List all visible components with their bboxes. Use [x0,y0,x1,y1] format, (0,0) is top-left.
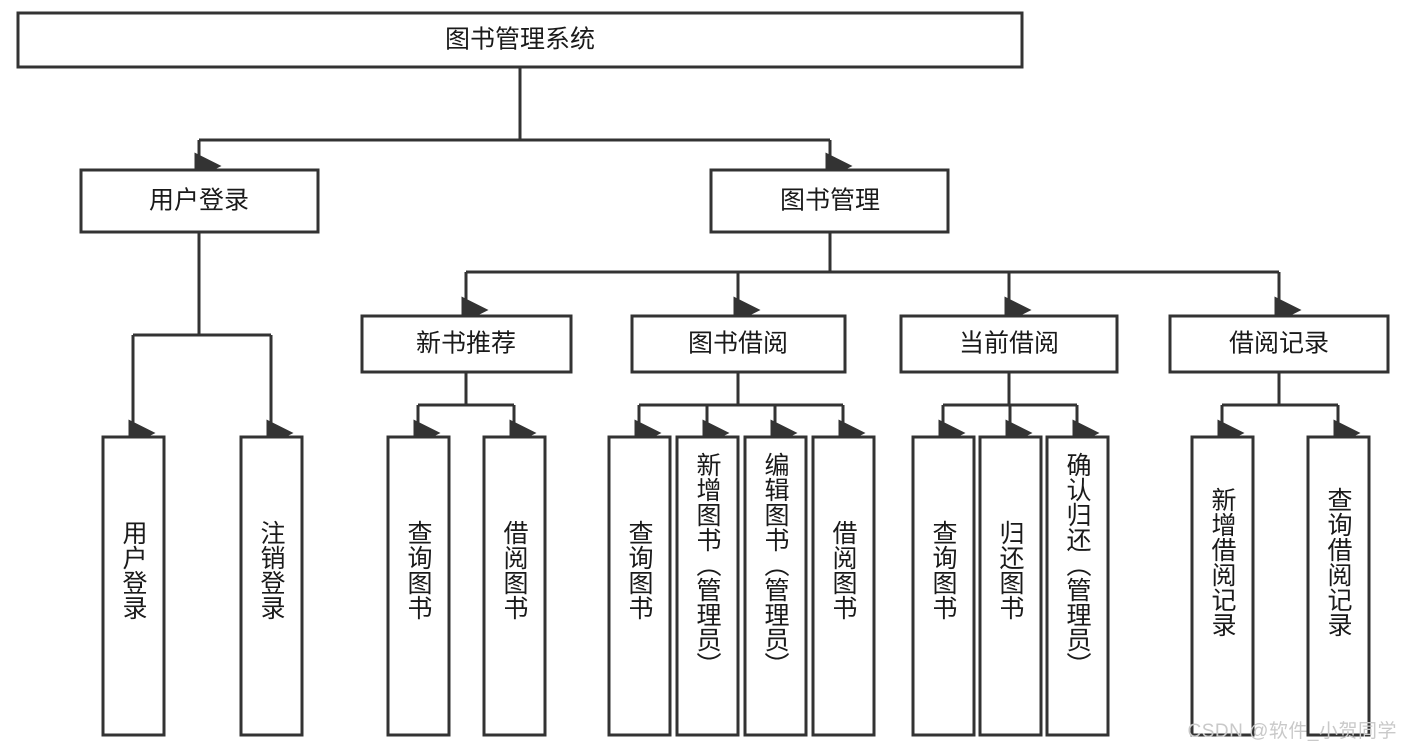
node-user-login-label: 用户登录 [149,187,249,215]
leaf-query-book-1[interactable]: 查询图书 [386,435,451,737]
node-records-label: 借阅记录 [1229,330,1329,358]
leaf-borrow-book-1[interactable]: 借阅图书 [482,435,547,737]
leaf-edit-book[interactable]: 编辑图书（管理员） [743,435,808,737]
node-user-login[interactable]: 用户登录 [79,168,320,234]
leaf-query-record-label: 查询借阅记录 [1324,487,1353,637]
leaf-logout-label: 注销登录 [257,520,286,620]
leaf-return-book[interactable]: 归还图书 [978,435,1043,737]
leaf-query-book-3-label: 查询图书 [929,520,958,620]
csdn-watermark: CSDN @软件_小贺同学 [1187,721,1397,742]
node-borrow-label: 图书借阅 [688,330,788,358]
leaf-user-login[interactable]: 用户登录 [101,435,166,737]
leaf-query-record[interactable]: 查询借阅记录 [1306,435,1371,737]
node-book-mgmt-label: 图书管理 [780,187,880,215]
node-root[interactable]: 图书管理系统 [16,11,1024,69]
leaf-add-book-label: 新增图书（管理员） [693,452,722,677]
leaf-add-book[interactable]: 新增图书（管理员） [675,435,740,737]
connectors [128,67,1361,447]
leaf-confirm-return[interactable]: 确认归还（管理员） [1045,435,1110,737]
node-records[interactable]: 借阅记录 [1168,314,1390,374]
leaf-borrow-book-2[interactable]: 借阅图书 [811,435,876,737]
node-root-label: 图书管理系统 [445,26,595,54]
leaf-query-book-2[interactable]: 查询图书 [607,435,672,737]
leaf-borrow-book-2-label: 借阅图书 [829,520,858,620]
node-new-rec-label: 新书推荐 [416,330,516,358]
node-borrow[interactable]: 图书借阅 [630,314,847,374]
node-current[interactable]: 当前借阅 [899,314,1119,374]
leaf-borrow-book-1-label: 借阅图书 [500,520,529,620]
leaf-add-record[interactable]: 新增借阅记录 [1190,435,1255,737]
leaf-logout[interactable]: 注销登录 [239,435,304,737]
node-book-mgmt[interactable]: 图书管理 [709,168,950,234]
node-current-label: 当前借阅 [959,330,1059,358]
leaf-return-book-label: 归还图书 [996,520,1025,620]
node-new-rec[interactable]: 新书推荐 [360,314,573,374]
leaf-query-book-1-label: 查询图书 [404,520,433,620]
leaf-add-record-label: 新增借阅记录 [1208,487,1237,637]
leaf-query-book-3[interactable]: 查询图书 [911,435,976,737]
leaf-edit-book-label: 编辑图书（管理员） [761,452,790,677]
leaf-user-login-label: 用户登录 [119,520,148,620]
leaf-confirm-return-label: 确认归还（管理员） [1063,452,1092,677]
leaf-query-book-2-label: 查询图书 [625,520,654,620]
